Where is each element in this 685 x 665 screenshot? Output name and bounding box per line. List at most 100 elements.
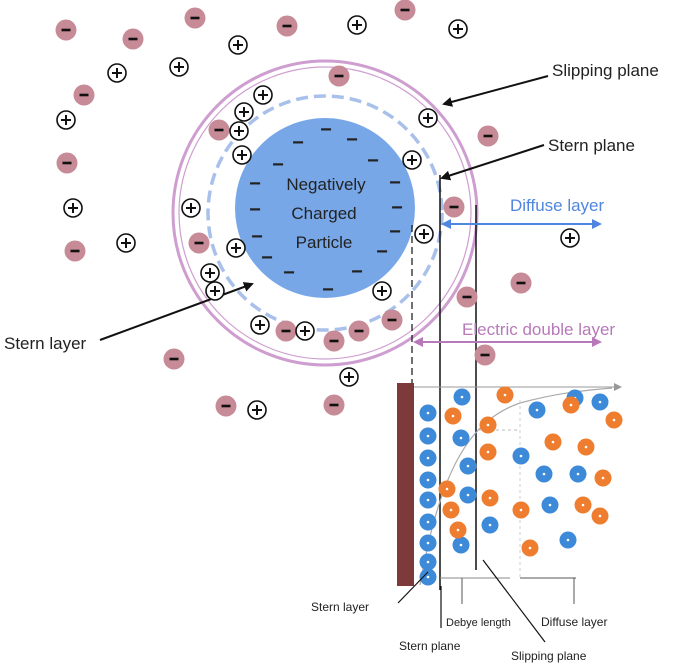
inset-orange-ion	[544, 433, 562, 451]
negative-ion	[456, 286, 478, 308]
negative-ion	[443, 196, 465, 218]
negative-ion	[215, 395, 237, 417]
inset-orange-ion	[438, 480, 456, 498]
particle-minus-sign: −	[251, 226, 263, 248]
stern-plane-arrow	[440, 144, 545, 181]
inset-orange-ion	[605, 411, 623, 429]
particle-surface-charges: −−−−−−−−−−−−−−−−	[249, 119, 403, 301]
inset-blue-ion	[453, 388, 471, 406]
negative-ion	[477, 125, 499, 147]
positive-ion	[200, 263, 220, 283]
inset-blue-ion	[559, 531, 577, 549]
slipping-plane-ring-inner	[178, 66, 472, 360]
particle-minus-sign: −	[261, 247, 273, 269]
inset-blue-ion	[528, 401, 546, 419]
negative-ion	[184, 7, 206, 29]
inset-blue-ion	[419, 491, 437, 509]
inset-blue-ion	[535, 465, 553, 483]
particle-minus-sign: −	[292, 132, 304, 154]
inset-blue-ion	[419, 427, 437, 445]
slipping-plane-ring	[171, 59, 479, 367]
inset-orange-ion	[574, 496, 592, 514]
stern-plane-label: Stern plane	[548, 136, 635, 155]
negative-ion	[328, 65, 350, 87]
electric-double-layer-label: Electric double layer	[462, 320, 615, 339]
particle-minus-sign: −	[376, 241, 388, 263]
positive-ion	[181, 198, 201, 218]
positive-ion	[448, 19, 468, 39]
particle-label-line2: Charged	[291, 204, 356, 223]
positive-ion	[234, 102, 254, 122]
positive-ion	[402, 150, 422, 170]
positive-ion	[169, 57, 189, 77]
positive-ion	[107, 63, 127, 83]
particle-minus-sign: −	[351, 261, 363, 283]
negative-ion	[73, 84, 95, 106]
inset-orange-ion	[444, 407, 462, 425]
inset-blue-ion	[481, 516, 499, 534]
positive-ion	[339, 367, 359, 387]
particle-minus-sign: −	[283, 262, 295, 284]
inset-stern-layer-label: Stern layer	[311, 600, 369, 614]
particle-minus-sign: −	[391, 197, 403, 219]
inset-blue-ion	[419, 568, 437, 586]
negative-ion	[348, 320, 370, 342]
inset-blue-ion	[419, 449, 437, 467]
positive-ion	[228, 35, 248, 55]
positive-ion	[205, 281, 225, 301]
inset-blue-ion	[459, 457, 477, 475]
negative-ion	[474, 344, 496, 366]
inset-debye-length-label: Debye length	[446, 617, 511, 629]
inset-orange-ion	[512, 501, 530, 519]
negative-ion	[163, 348, 185, 370]
positive-ion	[295, 321, 315, 341]
inset-orange-ion	[521, 539, 539, 557]
inset-blue-ion	[452, 429, 470, 447]
particle-label-line1: Negatively	[286, 175, 366, 194]
inset-orange-ion	[481, 489, 499, 507]
inset-blue-ion	[512, 447, 530, 465]
inset-blue-ion	[419, 471, 437, 489]
particle-minus-sign: −	[249, 173, 261, 195]
inset-blue-ion	[419, 404, 437, 422]
particle-minus-sign: −	[367, 150, 379, 172]
negative-ion	[276, 15, 298, 37]
particle-minus-sign: −	[272, 154, 284, 176]
positive-ion	[414, 224, 434, 244]
inset-stern-layer-leader	[397, 571, 429, 604]
inset-blue-ion	[541, 496, 559, 514]
particle-label-line3: Particle	[296, 233, 353, 252]
inset-orange-ion	[577, 438, 595, 456]
negative-ion	[323, 330, 345, 352]
inset-orange-ion	[496, 386, 514, 404]
negative-ion	[275, 320, 297, 342]
inset-slipping-plane-label: Slipping plane	[511, 649, 587, 663]
stern-layer-label: Stern layer	[4, 334, 87, 353]
inset-potential-curve	[419, 387, 613, 586]
positive-ion	[232, 145, 252, 165]
negative-ion	[510, 272, 532, 294]
inset-orange-ion	[442, 501, 460, 519]
inset-wall	[397, 383, 414, 586]
negative-ion	[56, 152, 78, 174]
positive-ion	[56, 110, 76, 130]
inset-slipping-plane-leader	[482, 559, 546, 643]
positive-ion	[247, 400, 267, 420]
inset-blue-ion	[419, 534, 437, 552]
slipping-plane-label: Slipping plane	[552, 61, 659, 80]
negative-ion	[55, 19, 77, 41]
inset-diagram: Stern layer Debye length Diffuse layer S…	[311, 383, 623, 663]
negative-ion	[188, 232, 210, 254]
particle-minus-sign: −	[389, 221, 401, 243]
stern-layer-arrow	[99, 282, 254, 341]
inset-orange-ion	[479, 443, 497, 461]
inset-orange-ion	[449, 521, 467, 539]
inset-orange-ion	[591, 507, 609, 525]
inset-blue-ion	[591, 393, 609, 411]
positive-ion	[250, 315, 270, 335]
inset-blue-ion	[419, 513, 437, 531]
solution-ions	[55, 0, 580, 420]
particle-minus-sign: −	[322, 279, 334, 301]
